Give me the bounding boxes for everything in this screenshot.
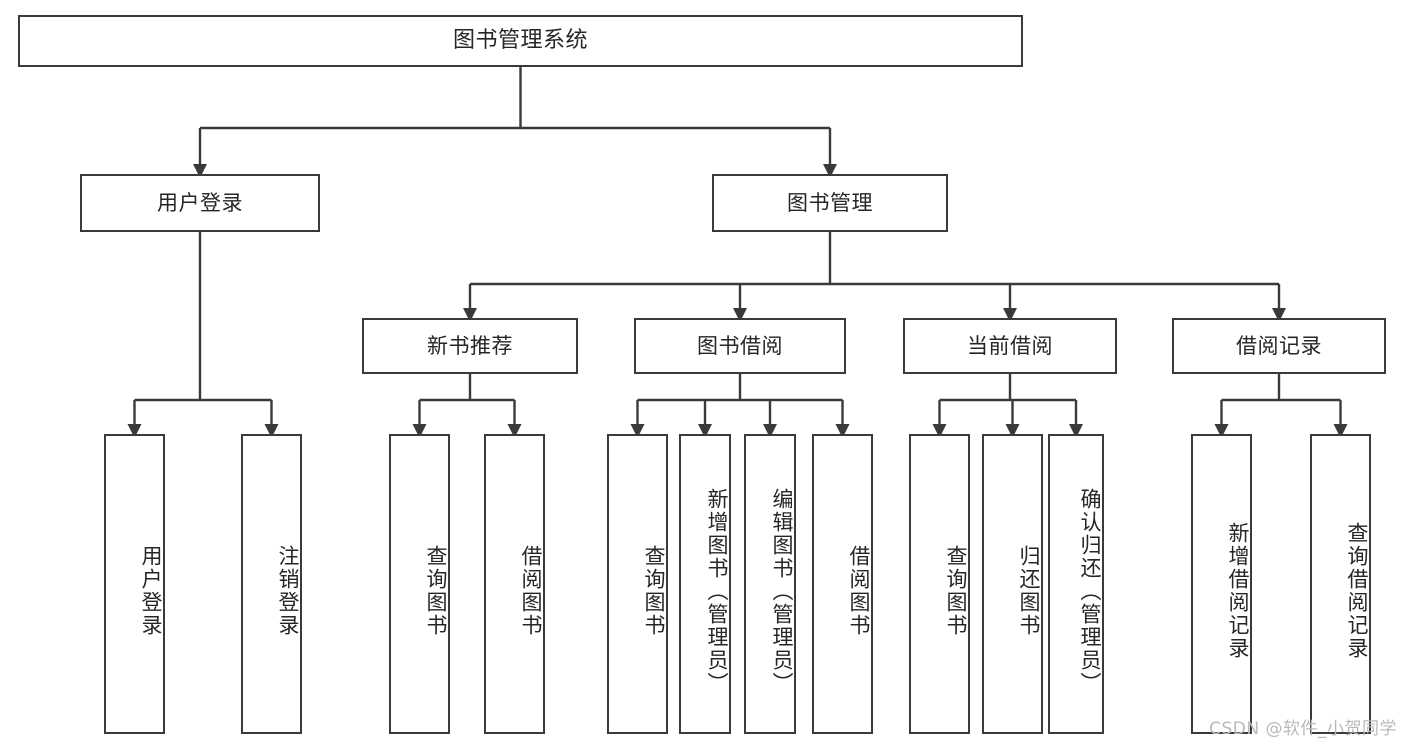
node-label: 查询图书 (424, 545, 448, 637)
node-l-query3[interactable]: 查询图书 (909, 434, 970, 734)
node-label: 新增借阅记录 (1226, 522, 1250, 660)
node-label: 查询借阅记录 (1345, 522, 1369, 660)
node-label: 图书借阅 (697, 333, 783, 358)
node-label: 查询图书 (642, 545, 666, 637)
node-l-login[interactable]: 用户登录 (104, 434, 165, 734)
node-l-logout[interactable]: 注销登录 (241, 434, 302, 734)
node-label: 图书管理 (787, 190, 873, 215)
node-login[interactable]: 用户登录 (80, 174, 320, 232)
node-label: 图书管理系统 (452, 28, 588, 54)
node-l-query2[interactable]: 查询图书 (607, 434, 668, 734)
node-label: 当前借阅 (967, 333, 1053, 358)
node-label: 新增图书（管理员） (705, 487, 729, 695)
node-label: 注销登录 (276, 545, 300, 637)
node-label: 借阅图书 (847, 545, 871, 637)
node-label: 查询图书 (944, 545, 968, 637)
node-label: 借阅记录 (1236, 333, 1322, 358)
node-records[interactable]: 借阅记录 (1172, 318, 1386, 374)
node-l-borrow2[interactable]: 借阅图书 (812, 434, 873, 734)
node-borrow[interactable]: 图书借阅 (634, 318, 846, 374)
node-root[interactable]: 图书管理系统 (18, 15, 1023, 67)
node-label: 归还图书 (1017, 545, 1041, 637)
node-l-return[interactable]: 归还图书 (982, 434, 1043, 734)
node-l-add[interactable]: 新增图书（管理员） (679, 434, 731, 734)
node-l-addrec[interactable]: 新增借阅记录 (1191, 434, 1252, 734)
node-label: 确认归还（管理员） (1078, 487, 1102, 695)
node-label: 借阅图书 (519, 545, 543, 637)
node-label: 编辑图书（管理员） (770, 487, 794, 695)
node-l-query1[interactable]: 查询图书 (389, 434, 450, 734)
node-label: 用户登录 (139, 545, 163, 637)
node-current[interactable]: 当前借阅 (903, 318, 1117, 374)
node-l-borrow1[interactable]: 借阅图书 (484, 434, 545, 734)
node-l-confirm[interactable]: 确认归还（管理员） (1048, 434, 1104, 734)
csdn-watermark: CSDN @软件_小贺同学 (1209, 719, 1397, 739)
node-l-queryrec[interactable]: 查询借阅记录 (1310, 434, 1371, 734)
node-label: 新书推荐 (427, 333, 513, 358)
node-newbook[interactable]: 新书推荐 (362, 318, 578, 374)
node-l-edit[interactable]: 编辑图书（管理员） (744, 434, 796, 734)
node-bookmgmt[interactable]: 图书管理 (712, 174, 948, 232)
node-label: 用户登录 (157, 190, 243, 215)
